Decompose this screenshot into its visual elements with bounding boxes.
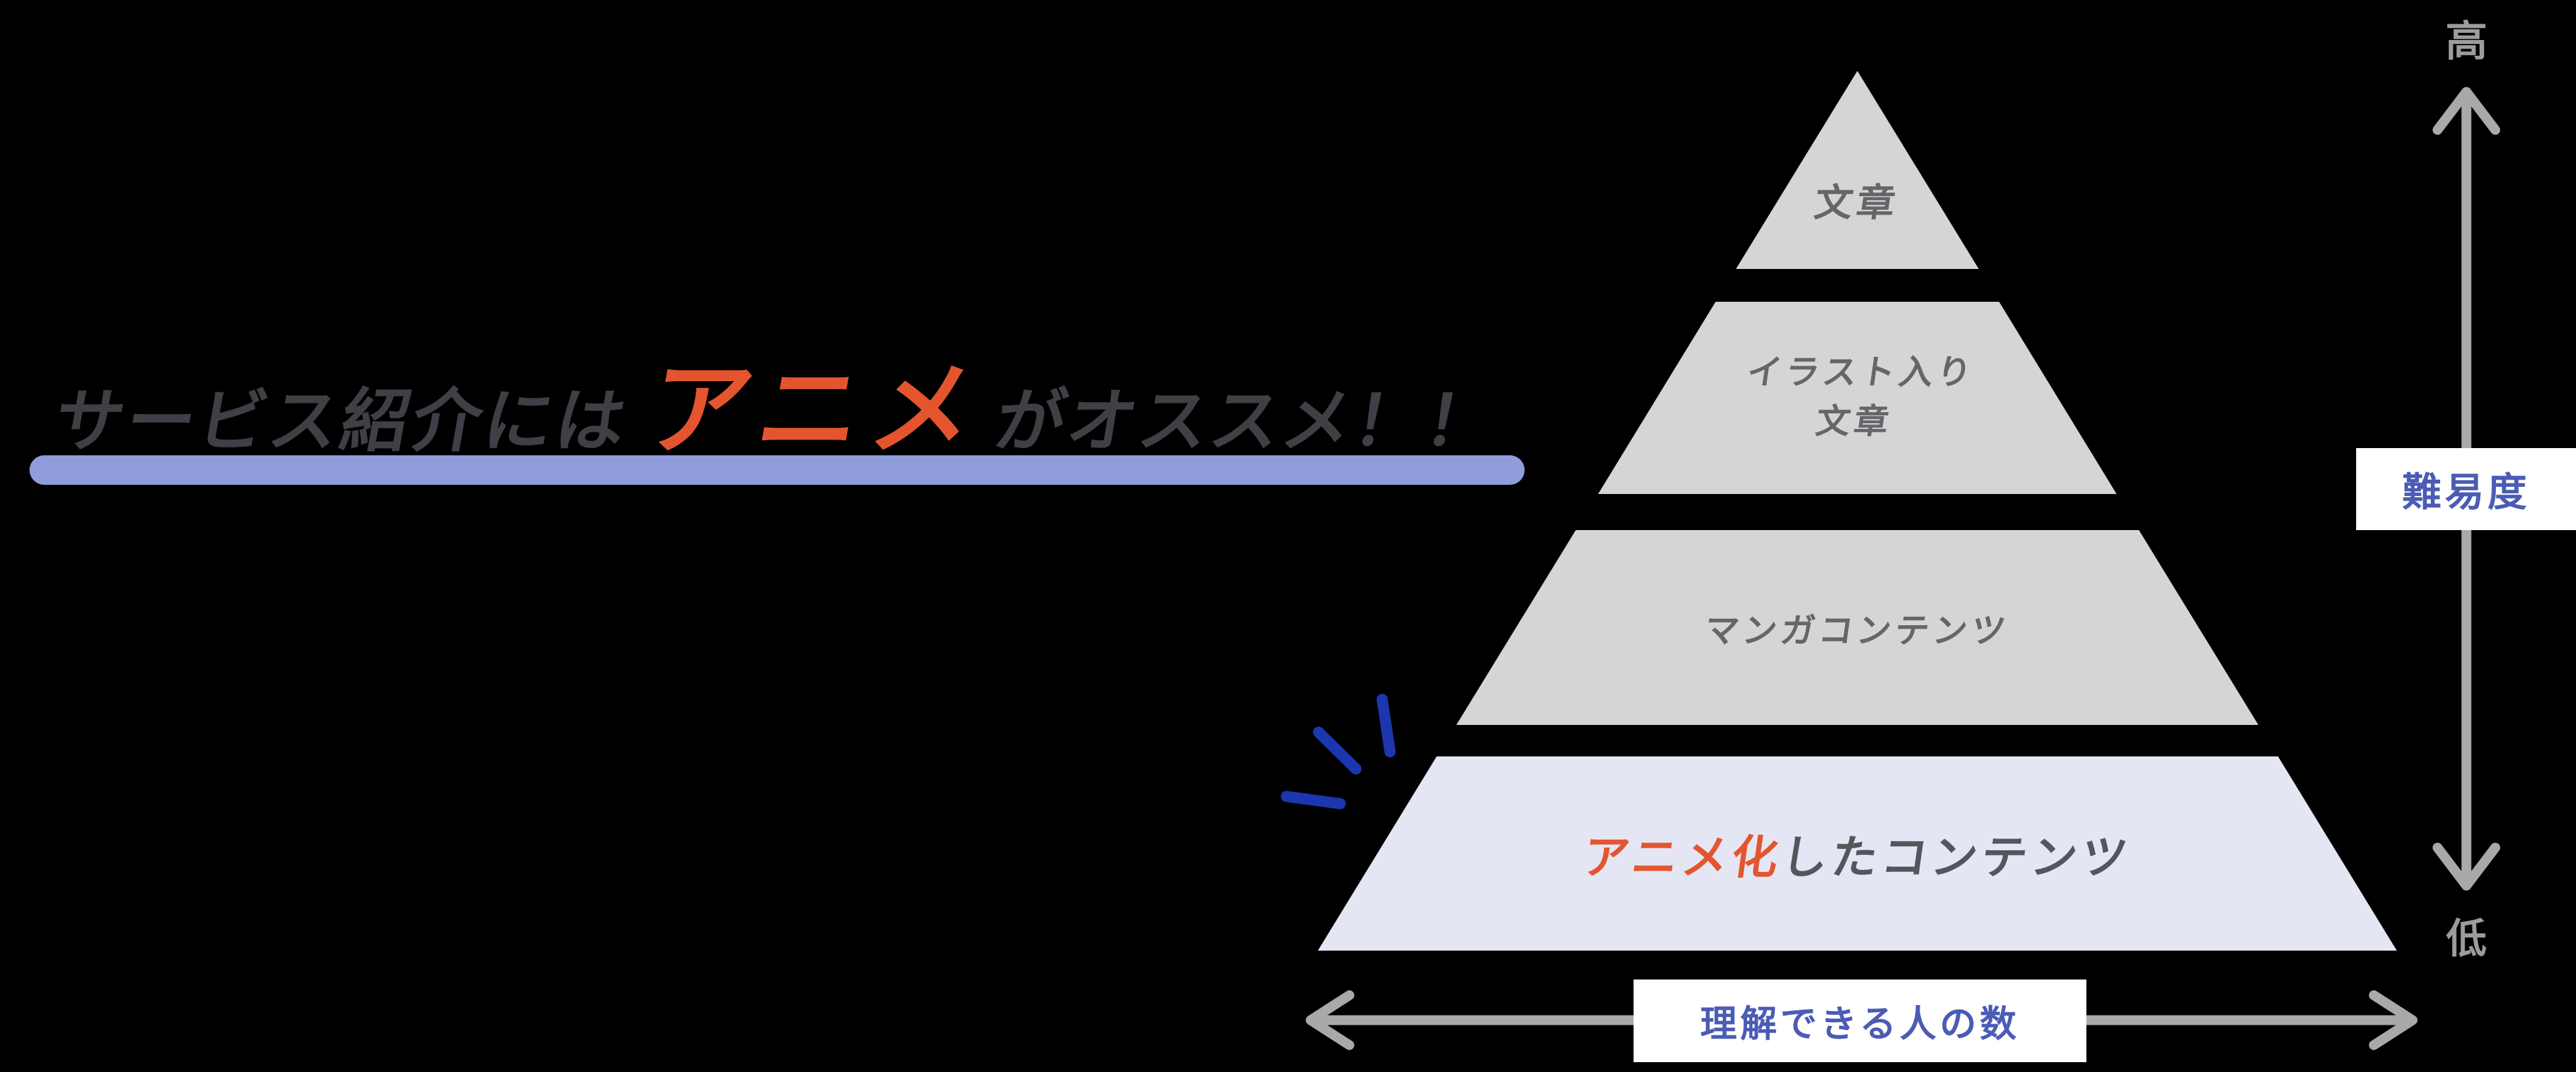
pyramid-level-manga: マンガコンテンツ [1456, 530, 2258, 725]
pyramid-level-label-line2: 文章 [1813, 403, 1895, 442]
pyramid-anime-rest: したコンテンツ [1778, 831, 2135, 883]
title-suffix: がオススメ！！ [989, 383, 1504, 460]
pyramid-level-anime: アニメ化したコンテンツ [1318, 756, 2397, 951]
vertical-axis-low-label: 低 [2445, 917, 2487, 962]
page-title: サービス紹介には アニメ がオススメ！！ [46, 327, 1514, 474]
audience-axis-label: 理解できる人の数 [1700, 1002, 2020, 1044]
arrow-left-icon [1305, 990, 1355, 1050]
pyramid-diagram: 文章 イラスト入り 文章 マンガコンテンツ アニメ化したコンテンツ [1318, 71, 2397, 951]
arrow-right-icon [2369, 990, 2418, 1050]
audience-axis-label-box: 理解できる人の数 [1634, 979, 2086, 1062]
emphasis-stroke [1376, 693, 1396, 758]
pyramid-level-label: 文章 [1811, 182, 1902, 224]
pyramid-anime-highlight: アニメ化 [1579, 831, 1786, 883]
pyramid-level-label: アニメ化したコンテンツ [1579, 821, 2136, 887]
title-underline-bar [30, 455, 1525, 485]
title-prefix: サービス紹介には [48, 383, 635, 460]
pyramid-level-label: イラスト入り 文章 [1737, 348, 1978, 447]
emphasis-stroke [1313, 726, 1362, 775]
pyramid-level-label: マンガコンテンツ [1702, 612, 2012, 650]
pyramid-level-label-line1: イラスト入り [1744, 354, 1977, 392]
arrow-down-icon [2432, 842, 2501, 891]
vertical-axis-high-label: 高 [2445, 18, 2487, 65]
difficulty-axis-label: 難易度 [2402, 470, 2530, 514]
emphasis-marks-icon [1280, 693, 1396, 810]
emphasis-stroke [1280, 791, 1346, 810]
pyramid-level-text: 文章 [1736, 71, 1979, 269]
arrow-up-icon [2432, 87, 2501, 135]
title-highlight: アニメ [639, 353, 994, 466]
difficulty-axis-label-box: 難易度 [2356, 448, 2576, 530]
